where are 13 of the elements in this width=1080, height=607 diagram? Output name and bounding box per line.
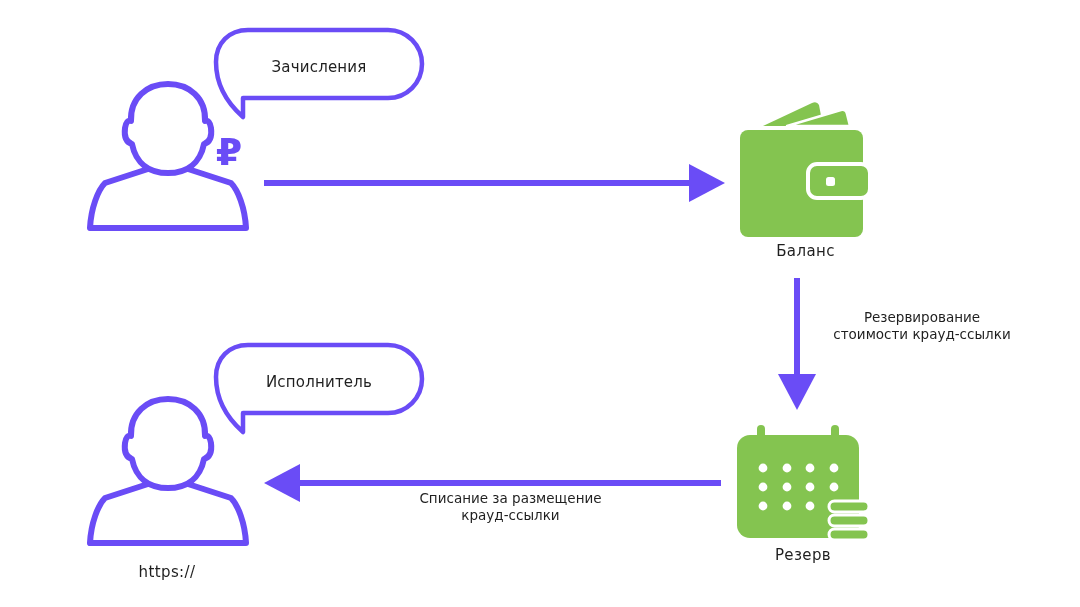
speech-bubble: [214, 343, 424, 435]
caption-text: https://: [138, 562, 196, 582]
person-icon: [86, 395, 250, 547]
caption-text: Баланс: [776, 241, 835, 262]
arrow: [778, 278, 816, 410]
speech-bubble: [214, 28, 424, 120]
bubble-text: Зачисления: [271, 57, 367, 77]
arrow: [264, 164, 725, 202]
caption-text: Резерв: [774, 545, 832, 566]
currency-sign: ₽: [215, 133, 243, 171]
person-icon: [86, 80, 250, 232]
bubble-text: Исполнитель: [265, 372, 373, 392]
arrow: [264, 464, 721, 502]
